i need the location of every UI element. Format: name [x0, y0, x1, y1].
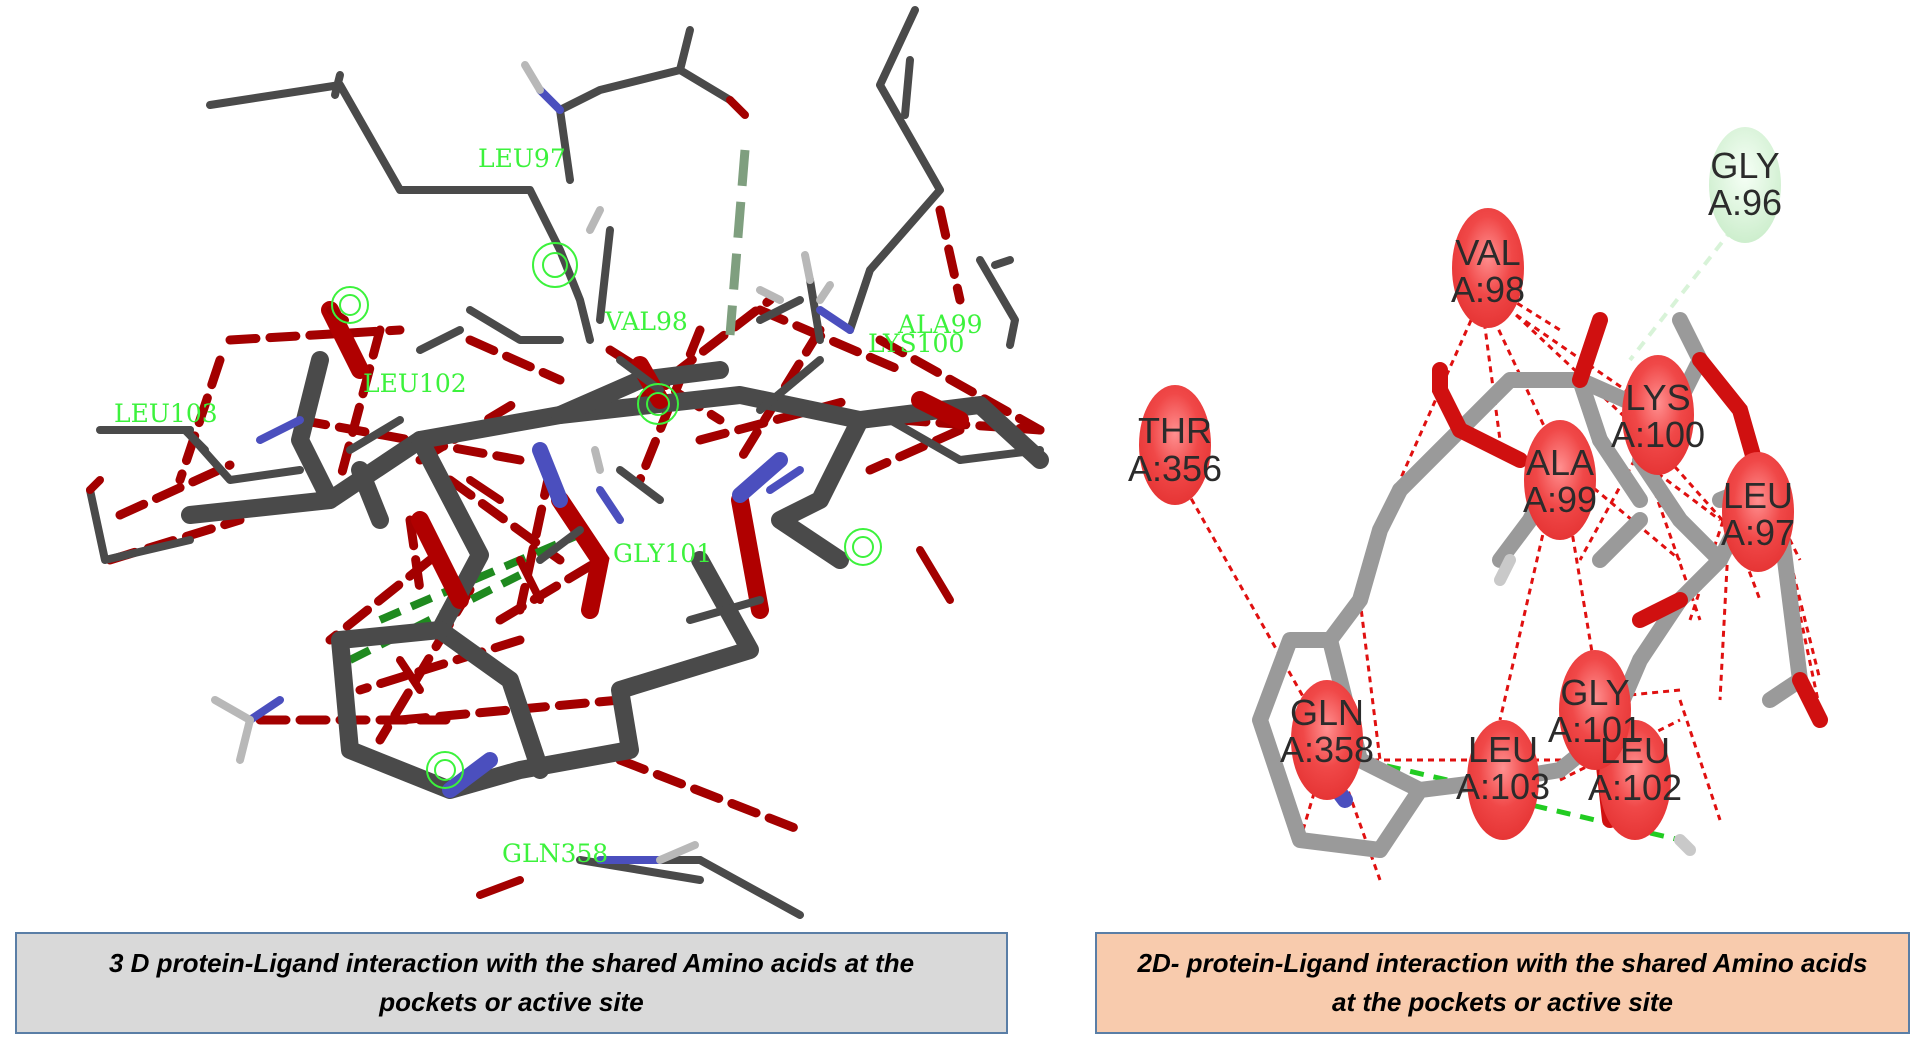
residue-gln358: GLN A:358	[1280, 680, 1374, 800]
residue-ala99: ALA A:99	[1523, 420, 1597, 540]
caption-2d: 2D- protein-Ligand interaction with the …	[1095, 932, 1910, 1034]
residue-gln358-chain: A:358	[1280, 729, 1374, 770]
interaction-diagram-2d: GLY A:96 VAL A:98 THR A:356 LYS A:100 AL…	[1128, 127, 1828, 881]
label-val98: VAL98	[604, 307, 688, 336]
residue-ala99-name: ALA	[1526, 442, 1594, 483]
residue-ala99-chain: A:99	[1523, 479, 1597, 520]
residue-lys100-name: LYS	[1625, 377, 1690, 418]
label-gln358: GLN358	[502, 839, 608, 868]
residue-gly96: GLY A:96	[1708, 127, 1782, 243]
residue-val98-chain: A:98	[1451, 269, 1525, 310]
caption-3d-text: 3 D protein-Ligand interaction with the …	[108, 948, 915, 1017]
label-leu97: LEU97	[478, 144, 566, 173]
residue-leu103-name: LEU	[1468, 729, 1538, 770]
caption-2d-text: 2D- protein-Ligand interaction with the …	[1137, 948, 1868, 1017]
residue-gly101-chain: A:101	[1548, 709, 1642, 750]
panel-2d-interaction: GLY A:96 VAL A:98 THR A:356 LYS A:100 AL…	[1080, 0, 1919, 930]
residue-leu102-name: LEU	[1600, 730, 1670, 771]
residue-thr356-chain: A:356	[1128, 448, 1222, 489]
residue-val98: VAL A:98	[1451, 208, 1525, 328]
residue-leu97-chain: A:97	[1721, 512, 1795, 553]
label-leu102: LEU102	[363, 369, 467, 398]
residue-thr356: THR A:356	[1128, 385, 1222, 505]
label-lys100: LYS100	[868, 329, 964, 358]
caption-3d: 3 D protein-Ligand interaction with the …	[15, 932, 1008, 1034]
residue-leu102-chain: A:102	[1588, 767, 1682, 808]
residue-gln358-name: GLN	[1290, 692, 1364, 733]
residue-gly96-chain: A:96	[1708, 182, 1782, 223]
residue-gly101: GLY A:101	[1548, 650, 1642, 770]
residue-val98-name: VAL	[1455, 232, 1520, 273]
label-leu103: LEU103	[114, 399, 218, 428]
residue-leu97: LEU A:97	[1721, 452, 1795, 572]
residue-leu103: LEU A:103	[1456, 720, 1550, 840]
label-ala99: ALA99	[897, 310, 983, 339]
residue-lys100: LYS A:100	[1611, 355, 1705, 475]
panel-3d-interaction: LEU97 VAL98 ALA99 LYS100 GLY101 LEU102 L…	[0, 0, 1060, 930]
residue-gly96-name: GLY	[1710, 145, 1779, 186]
residue-leu97-name: LEU	[1723, 475, 1793, 516]
residue-thr356-name: THR	[1138, 410, 1212, 451]
residue-gly101-name: GLY	[1560, 672, 1629, 713]
residue-lys100-chain: A:100	[1611, 414, 1705, 455]
residue-leu103-chain: A:103	[1456, 766, 1550, 807]
molecule-3d-render: LEU97 VAL98 ALA99 LYS100 GLY101 LEU102 L…	[86, 6, 1049, 919]
label-gly101: GLY101	[613, 539, 712, 568]
